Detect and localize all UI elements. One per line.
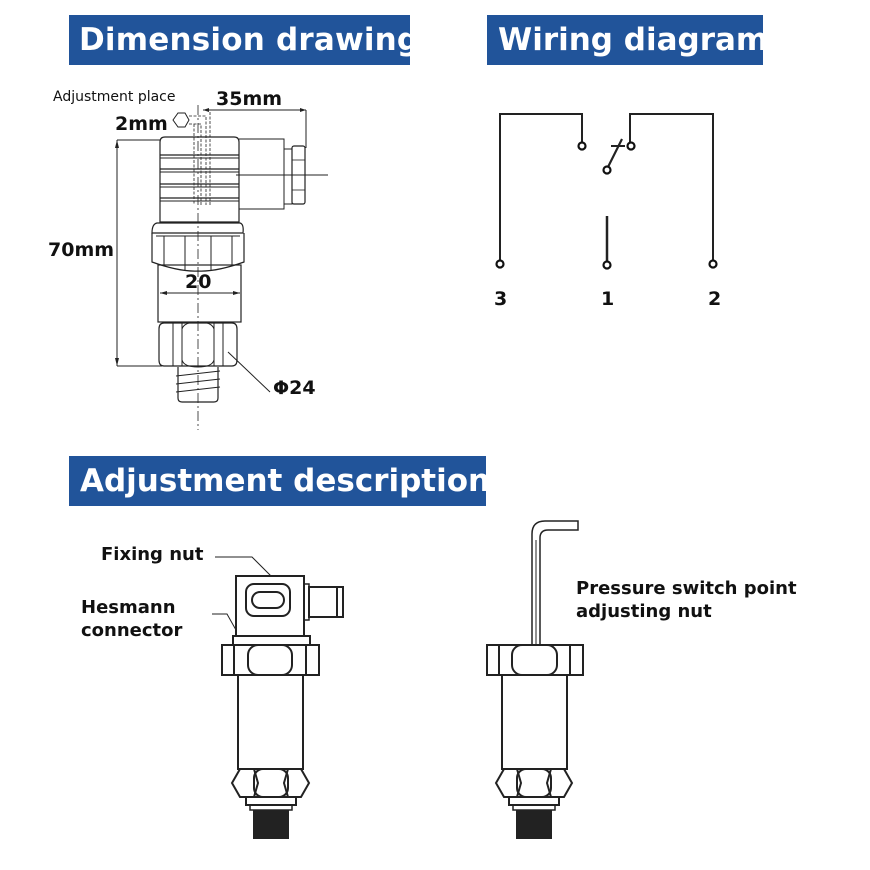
right-thread	[516, 810, 552, 839]
adjusting-nut	[486, 644, 584, 676]
adjusting-label-line1: Pressure switch point	[576, 578, 797, 599]
connector-plug	[308, 586, 338, 618]
terminal-3-label: 3	[494, 288, 508, 310]
terminal-3-icon	[495, 259, 505, 269]
dim-35mm-label: 35mm	[216, 88, 283, 110]
adjusting-label-line2: adjusting nut	[576, 601, 712, 622]
left-thread	[253, 810, 289, 839]
sensor-with-connector	[212, 556, 344, 839]
fixing-nut	[221, 644, 320, 676]
adjustment-hex-icon	[172, 112, 190, 128]
contact-common-icon	[602, 165, 612, 175]
wiring-diagram-heading: Wiring diagram	[487, 15, 768, 65]
wire-terminal-2	[629, 113, 714, 262]
wire-terminal-3	[499, 113, 583, 262]
dim-2mm-label: 2mm	[115, 113, 168, 135]
hex-key	[531, 520, 579, 645]
dim-70mm-label: 70mm	[48, 239, 115, 261]
hesmann-label-line1: Hesmann	[81, 597, 176, 618]
adjustment-channel	[189, 112, 211, 205]
terminal-2-label: 2	[708, 288, 722, 310]
terminal-2-icon	[708, 259, 718, 269]
top-hex-nut	[151, 233, 245, 272]
dimension-drawing-heading: Dimension drawing	[69, 15, 419, 65]
thread	[177, 367, 219, 403]
adjustment-place-label: Adjustment place	[53, 89, 176, 105]
terminal-1-icon	[602, 260, 612, 270]
terminal-1-label: 1	[601, 288, 615, 310]
contact-no-icon	[626, 141, 636, 151]
bottom-hex-nut	[158, 322, 238, 367]
dim-phi24-label: Φ24	[273, 377, 316, 399]
cable-outlet	[239, 138, 285, 210]
connector-head	[159, 136, 240, 223]
switch-blade	[606, 138, 623, 170]
fixing-nut-label: Fixing nut	[101, 544, 204, 565]
contact-nc-icon	[577, 141, 587, 151]
adjustment-description-heading: Adjustment description	[69, 456, 490, 506]
phi24-leader	[227, 351, 271, 393]
connector-label-line2: connector	[81, 620, 183, 641]
dim-20-label: 20	[185, 271, 212, 293]
sensor-with-hex-key	[486, 520, 584, 839]
